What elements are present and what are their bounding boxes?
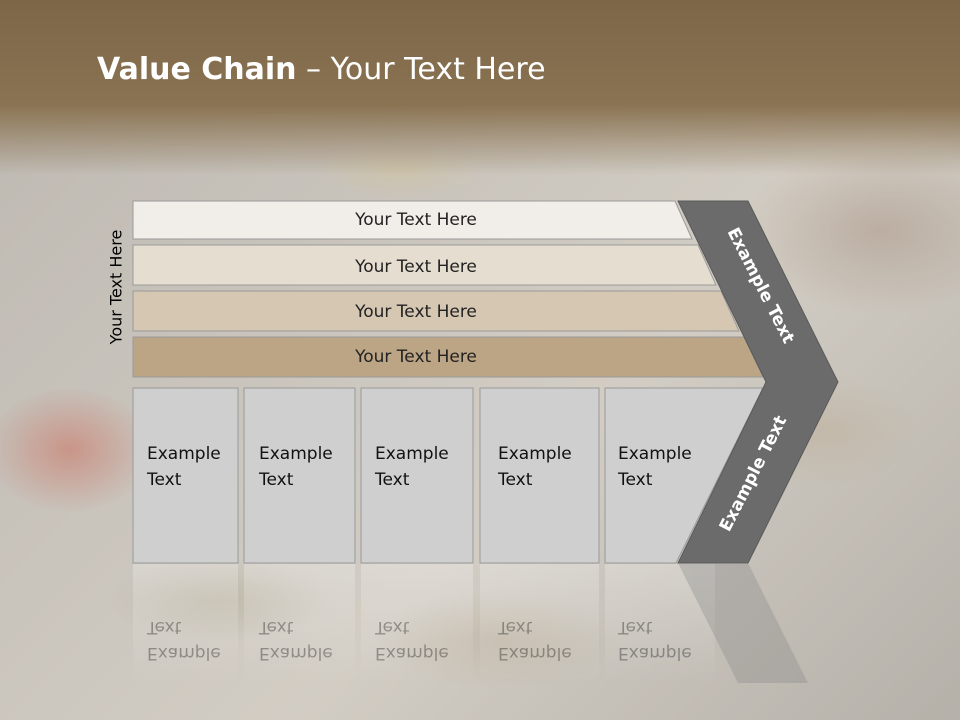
box-3-line1: Example [375, 444, 449, 464]
title-rest: – Your Text Here [296, 52, 546, 87]
box-1-line2: Text [146, 470, 182, 490]
title-bold: Value Chain [97, 52, 297, 87]
svg-text:Example: Example [618, 643, 692, 663]
box-1[interactable] [132, 387, 239, 564]
svg-text:Example: Example [498, 643, 572, 663]
bar-4[interactable] [132, 336, 764, 378]
reflection-text: Example Text Example Text Example Text Exam… [146, 617, 692, 663]
chevron-arrow[interactable] [677, 200, 839, 564]
svg-text:Example: Example [259, 643, 333, 663]
box-4[interactable] [479, 387, 600, 564]
svg-text:Example: Example [147, 643, 221, 663]
bar-2[interactable] [132, 244, 717, 286]
box-1-line1: Example [147, 444, 221, 464]
reflection [133, 564, 715, 684]
box-4-line1: Example [498, 444, 572, 464]
svg-text:Text: Text [146, 617, 182, 637]
svg-text:Example: Example [375, 643, 449, 663]
box-3-line2: Text [374, 470, 410, 490]
box-5-line1: Example [618, 444, 692, 464]
box-2[interactable] [243, 387, 356, 564]
box-5[interactable] [604, 387, 763, 564]
box-2-line2: Text [258, 470, 294, 490]
svg-text:Text: Text [617, 617, 653, 637]
bar-3[interactable] [132, 290, 740, 332]
chevron-reflection [678, 563, 808, 683]
box-2-line1: Example [259, 444, 333, 464]
svg-text:Text: Text [497, 617, 533, 637]
box-4-line2: Text [497, 470, 533, 490]
box-3[interactable] [360, 387, 474, 564]
svg-text:Text: Text [374, 617, 410, 637]
header-band [0, 0, 960, 175]
bar-4-label: Your Text Here [354, 347, 477, 367]
bar-3-label: Your Text Here [354, 302, 477, 322]
svg-text:Text: Text [258, 617, 294, 637]
bar-2-label: Your Text Here [354, 257, 477, 277]
bar-1[interactable] [132, 200, 693, 240]
bar-1-label: Your Text Here [354, 210, 477, 230]
slide-title: Value Chain – Your Text Here [97, 52, 546, 87]
box-5-line2: Text [617, 470, 653, 490]
